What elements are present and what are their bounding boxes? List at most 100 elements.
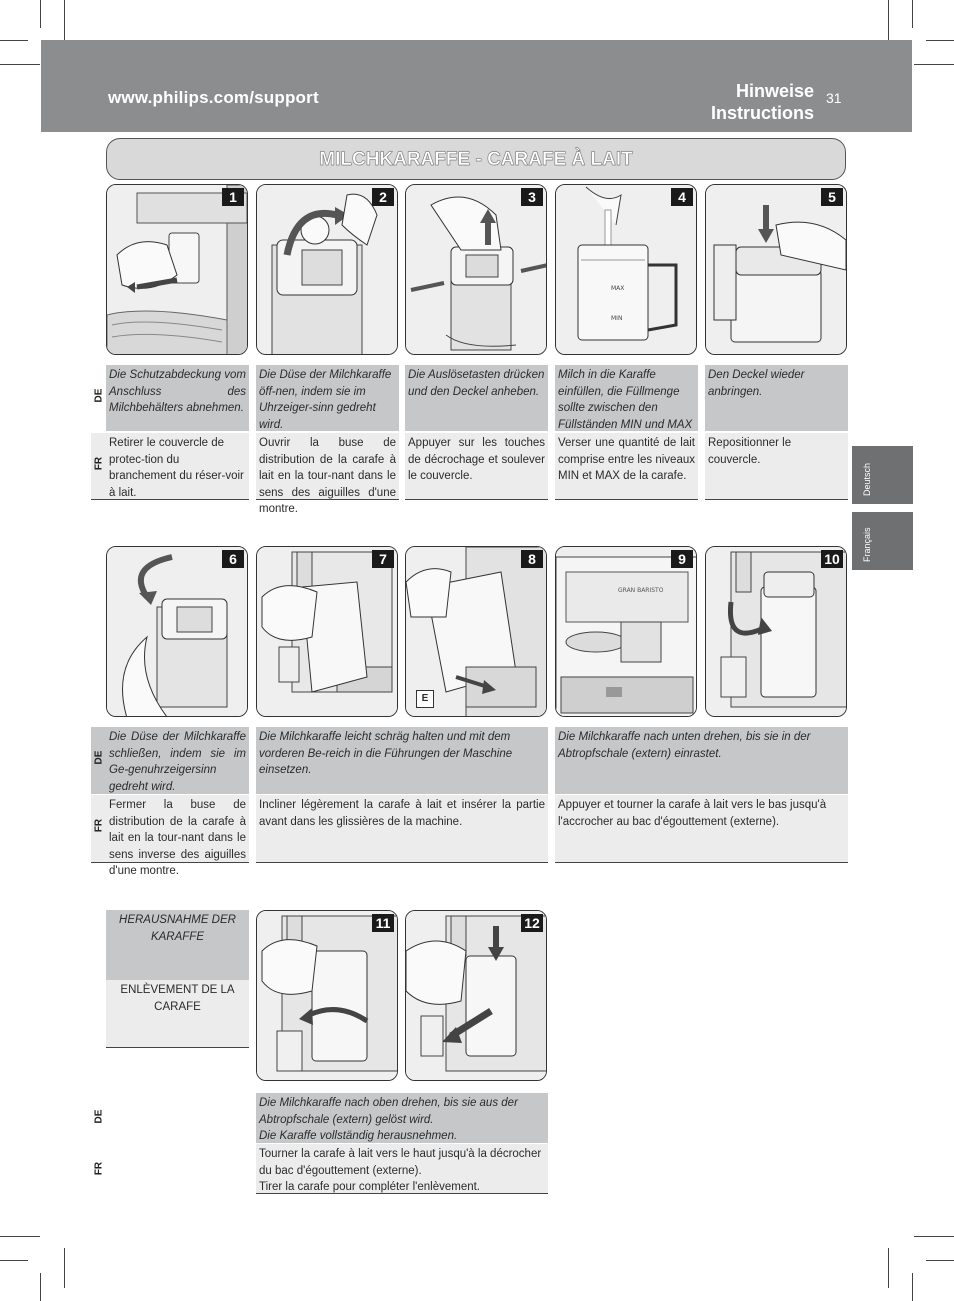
subheading-de: HERAUSNAHME DER KARAFFE (106, 910, 249, 980)
instruction-fr-9-10: Appuyer et tourner la carafe à lait vers… (555, 795, 848, 863)
illustration-step-9: GRAN BARISTO 9 (555, 546, 697, 717)
slide-into-guides-illustration (406, 547, 546, 716)
illustration-step-8: E 8 (405, 546, 547, 717)
crop-mark (0, 1260, 28, 1261)
replace-lid-illustration (706, 185, 846, 354)
instruction-fr-7-8: Incliner légèrement la carafe à lait et … (256, 795, 548, 863)
open-nozzle-illustration (257, 185, 397, 354)
illustration-step-12: 12 (405, 910, 547, 1081)
instruction-de-3: Die Auslösetasten drücken und den Deckel… (405, 365, 548, 431)
instruction-de-11: Die Milchkaraffe nach oben drehen, bis s… (259, 1097, 518, 1126)
step-number: 8 (521, 550, 543, 568)
crop-mark (926, 1260, 954, 1261)
illustration-step-3: 3 (405, 184, 547, 355)
step-number: 9 (671, 550, 693, 568)
step-number: 11 (372, 914, 394, 932)
subheading-fr: ENLÈVEMENT DE LA CARAFE (106, 980, 249, 1048)
instruction-fr-11-12: Tourner la carafe à lait vers le haut ju… (256, 1144, 548, 1194)
machine-front-illustration: GRAN BARISTO (556, 547, 696, 716)
illustration-step-2: 2 (256, 184, 398, 355)
crop-mark (64, 1248, 65, 1288)
lang-fr-bg (91, 795, 106, 863)
instruction-de-2: Die Düse der Milchkaraffe öff-nen, indem… (256, 365, 399, 431)
lang-label-fr: FR (93, 1161, 105, 1176)
insert-carafe-illustration (257, 547, 397, 716)
section-title: MILCHKARAFFE - CARAFE À LAIT (319, 149, 633, 170)
lang-label-de: DE (93, 388, 105, 403)
lang-fr-bg (91, 433, 106, 500)
brand-logo: GRAN BARISTO (618, 587, 664, 594)
min-mark: MIN (611, 315, 622, 322)
part-label-e: E (416, 690, 434, 708)
instruction-fr-1: Retirer le couvercle de protec-tion du b… (106, 433, 249, 500)
illustration-step-5: 5 (705, 184, 847, 355)
page-header (41, 40, 912, 132)
remove-cap-illustration (107, 185, 247, 354)
crop-mark (0, 64, 40, 65)
crop-mark (40, 0, 41, 28)
step-number: 12 (521, 914, 543, 932)
side-tab-label: Français (862, 527, 872, 562)
instruction-de-5: Den Deckel wieder anbringen. (705, 365, 848, 431)
illustration-step-7: 7 (256, 546, 398, 717)
instruction-de-9-10: Die Milchkaraffe nach unten drehen, bis … (555, 727, 848, 794)
crop-mark (926, 40, 954, 41)
support-url[interactable]: www.philips.com/support (108, 88, 319, 107)
crop-mark (888, 0, 889, 40)
rotate-down-illustration (706, 547, 846, 716)
rotate-up-illustration (257, 911, 397, 1080)
instruction-de-12: Die Karaffe vollständig herausnehmen. (259, 1130, 458, 1142)
instruction-fr-12: Tirer la carafe pour compléter l'enlèvem… (259, 1181, 481, 1193)
step-number: 6 (222, 550, 244, 568)
step-number: 5 (821, 188, 843, 206)
instruction-de-1: Die Schutzabdeckung vom Anschluss des Mi… (106, 365, 249, 431)
step-number: 2 (372, 188, 394, 206)
step-number: 7 (372, 550, 394, 568)
illustration-step-1: 1 (106, 184, 248, 355)
illustration-step-11: 11 (256, 910, 398, 1081)
lang-label-fr: FR (93, 818, 105, 833)
lang-label-de: DE (93, 750, 105, 765)
instruction-fr-3: Appuyer sur les touches de décrochage et… (405, 433, 548, 500)
side-tab-deutsch: Deutsch (852, 446, 913, 504)
close-nozzle-illustration (107, 547, 247, 716)
side-tab-label: Deutsch (862, 462, 872, 496)
crop-mark (0, 40, 28, 41)
instruction-de-11-12: Die Milchkaraffe nach oben drehen, bis s… (256, 1093, 548, 1143)
illustration-step-6: 6 (106, 546, 248, 717)
crop-mark (914, 1236, 954, 1237)
instruction-de-4: Milch in die Karaffe einfüllen, die Füll… (555, 365, 698, 447)
instruction-fr-11: Tourner la carafe à lait vers le haut ju… (259, 1148, 542, 1177)
crop-mark (912, 0, 913, 28)
crop-mark (912, 1273, 913, 1301)
header-title-en: Instructions (710, 103, 814, 123)
max-mark: MAX (611, 285, 624, 292)
step-number: 3 (521, 188, 543, 206)
instruction-de-6: Die Düse der Milchkaraffe schließen, ind… (106, 727, 249, 794)
lang-label-de: DE (93, 1109, 105, 1124)
instruction-fr-4: Verser une quantité de lait comprise ent… (555, 433, 698, 500)
section-banner (106, 138, 846, 180)
illustration-step-10: 10 (705, 546, 847, 717)
remove-carafe-illustration (406, 911, 546, 1080)
crop-mark (64, 0, 65, 40)
step-number: 1 (222, 188, 244, 206)
step-number: 4 (671, 188, 693, 206)
side-tab-francais: Français (852, 512, 913, 570)
page-number: 31 (826, 90, 842, 106)
crop-mark (40, 1273, 41, 1301)
header-title-de: Hinweise (735, 81, 814, 101)
lift-lid-illustration (406, 185, 546, 354)
instruction-de-7-8: Die Milchkaraffe leicht schräg halten un… (256, 727, 548, 794)
step-number: 10 (821, 550, 843, 568)
header-title: Hinweise Instructions (640, 80, 814, 124)
instruction-fr-6: Fermer la buse de distribution de la car… (106, 795, 249, 877)
fill-milk-illustration: MAX MIN (556, 185, 696, 354)
instruction-fr-5: Repositionner le couvercle. (705, 433, 848, 500)
crop-mark (888, 1248, 889, 1288)
instruction-fr-2: Ouvrir la buse de distribution de la car… (256, 433, 399, 515)
crop-mark (0, 1236, 40, 1237)
illustration-step-4: MAX MIN 4 (555, 184, 697, 355)
crop-mark (914, 64, 954, 65)
lang-de-bg (91, 727, 106, 794)
